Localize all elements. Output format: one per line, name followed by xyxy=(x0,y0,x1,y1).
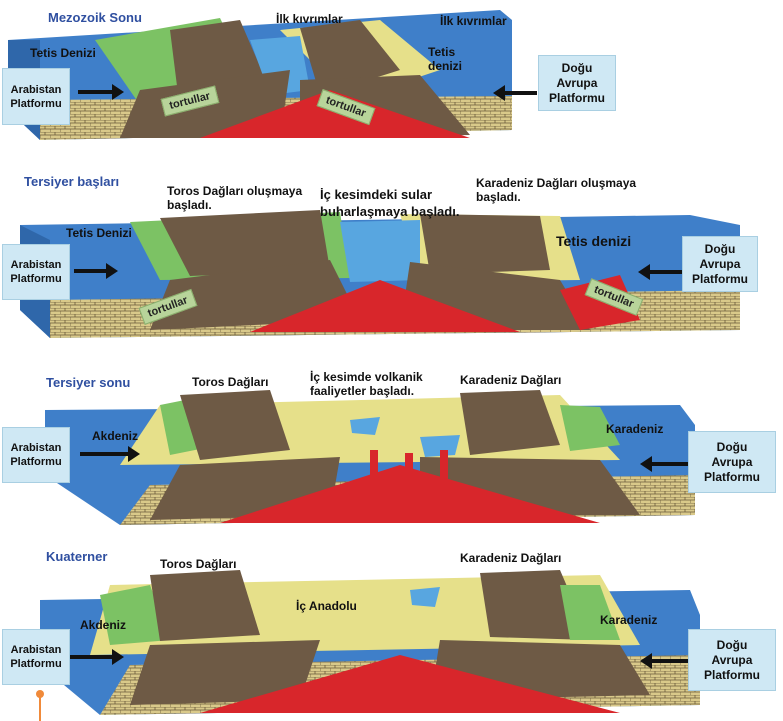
platform-left-line-2: Platformu xyxy=(10,456,62,468)
sea-right-label: Tetis denizi xyxy=(428,45,462,73)
panel-tersiyer-baslari: Tersiyer başları Toros Dağları oluşmaya … xyxy=(0,170,783,350)
arrow-left-icon xyxy=(640,456,688,472)
panel-title: Tersiyer başları xyxy=(24,174,120,189)
panel-title: Kuaterner xyxy=(46,549,108,564)
platform-left-line-2: Platformu xyxy=(10,658,62,670)
label-ilk-kivrimlar-2: İlk kıvrımlar xyxy=(440,14,507,28)
arrow-right-icon xyxy=(74,263,118,279)
panel-tersiyer-sonu: Tersiyer sonu Toros Dağları İç kesimde v… xyxy=(0,365,783,535)
label-toros-olusmaya: Toros Dağları oluşmaya başladı. xyxy=(167,184,303,212)
block-diagram-tersiyer-baslari xyxy=(20,210,740,338)
platform-right-line-2: Avrupa xyxy=(699,256,741,271)
platform-right-line-1: Doğu xyxy=(561,60,593,75)
panel-title: Tersiyer sonu xyxy=(46,375,131,390)
panel-title: Mezozoik Sonu xyxy=(48,10,142,25)
platform-left-line-2: Platformu xyxy=(10,97,62,110)
platform-left-line-2: Platformu xyxy=(10,273,62,285)
label-karadeniz-olusmaya: Karadeniz Dağları oluşmaya başladı. xyxy=(476,176,637,204)
sea-left-label: Akdeniz xyxy=(92,429,139,443)
pin-marker-icon xyxy=(36,690,44,698)
platform-right-line-3: Platformu xyxy=(691,271,748,286)
sea-left-label: Akdeniz xyxy=(80,618,127,632)
platform-left-line-1: Arabistan xyxy=(10,442,62,454)
label-toros-daglari: Toros Dağları xyxy=(192,375,269,389)
platform-right-line-1: Doğu xyxy=(704,241,736,256)
panel-mezozoik: Mezozoik Sonu İlk kıvrımlar İlk kıvrımla… xyxy=(0,0,783,150)
sea-right-line-1: Tetis xyxy=(428,45,456,59)
panel-kuaterner: Kuaterner Toros Dağları Karadeniz Dağlar… xyxy=(0,545,783,721)
platform-right-line-1: Doğu xyxy=(716,439,748,454)
arrow-left-icon xyxy=(640,653,688,669)
arrow-left-icon xyxy=(493,85,537,101)
platform-right-line-1: Doğu xyxy=(716,637,748,652)
label-ic-kesim-volkanik: İç kesimde volkanik faaliyetler başladı. xyxy=(310,370,423,398)
platform-right-line-3: Platformu xyxy=(703,667,760,682)
label-ic-kesim-sular: İç kesimdeki sular buharlaşmaya başladı. xyxy=(320,187,460,219)
platform-right-line-3: Platformu xyxy=(703,469,760,484)
label-ilk-kivrimlar-1: İlk kıvrımlar xyxy=(276,12,343,26)
pin-line xyxy=(39,697,41,721)
arrow-left-icon xyxy=(638,264,682,280)
block-diagram-tersiyer-sonu xyxy=(45,390,695,525)
platform-left-line-1: Arabistan xyxy=(10,83,62,96)
sea-left-label: Tetis Denizi xyxy=(66,226,132,240)
sea-right-label: Karadeniz xyxy=(600,613,658,627)
platform-right-line-2: Avrupa xyxy=(556,75,598,90)
sea-right-line-2: denizi xyxy=(428,59,463,73)
platform-right-line-2: Avrupa xyxy=(711,454,753,469)
platform-right-line-3: Platformu xyxy=(548,90,605,105)
label-karadeniz-daglari: Karadeniz Dağları xyxy=(460,551,562,565)
label-toros-daglari: Toros Dağları xyxy=(160,557,237,571)
arrow-right-icon xyxy=(80,446,140,462)
block-diagram-kuaterner xyxy=(40,570,700,715)
block-diagram-mezozoik xyxy=(8,10,512,140)
label-ic-anadolu: İç Anadolu xyxy=(296,599,357,613)
label-karadeniz-daglari: Karadeniz Dağları xyxy=(460,373,562,387)
sea-right-label: Tetis denizi xyxy=(556,233,632,249)
sea-left-label: Tetis Denizi xyxy=(30,46,96,60)
platform-left-line-1: Arabistan xyxy=(10,259,62,271)
platform-right-line-2: Avrupa xyxy=(711,652,753,667)
arrow-right-icon xyxy=(78,84,124,100)
arrow-right-icon xyxy=(70,649,124,665)
platform-left-line-1: Arabistan xyxy=(10,644,62,656)
sea-right-label: Karadeniz xyxy=(606,422,664,436)
